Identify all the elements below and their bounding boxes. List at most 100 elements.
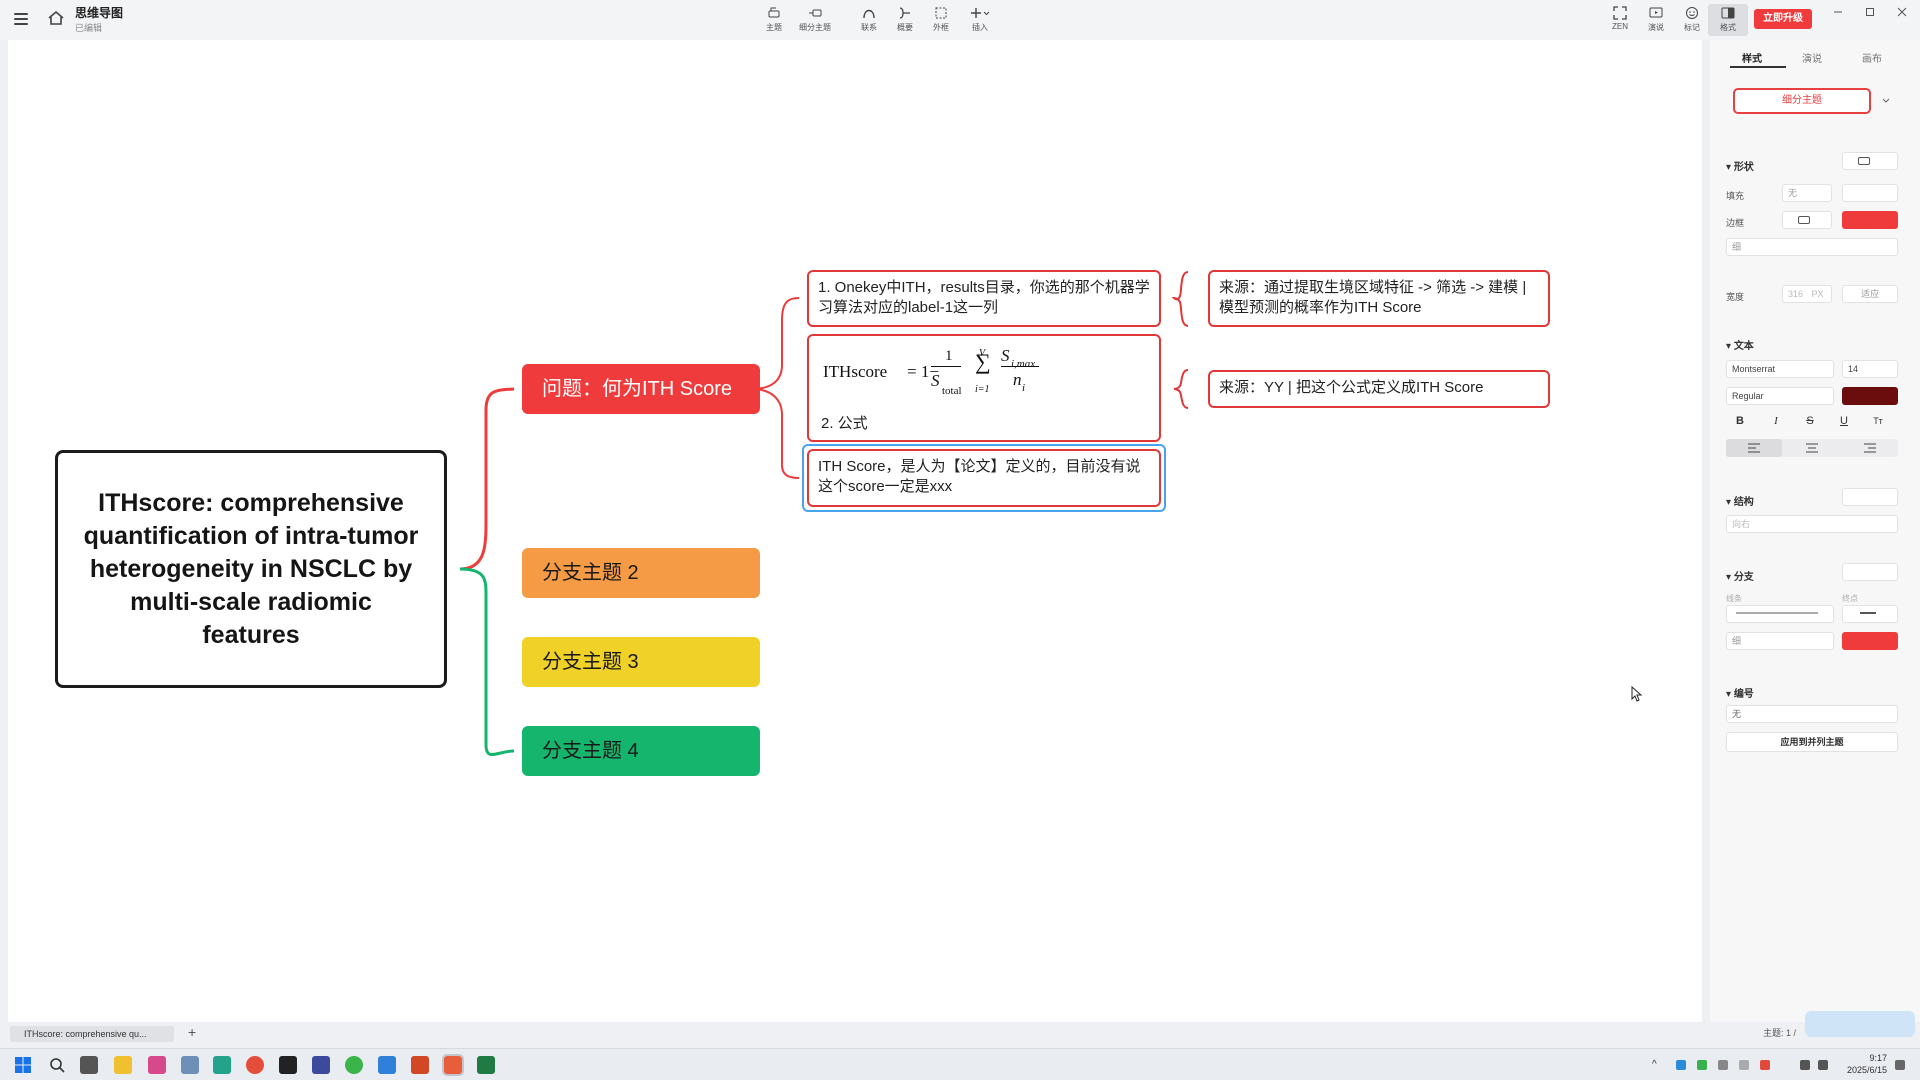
chevron-down-icon[interactable]	[1882, 98, 1890, 104]
section-branch[interactable]: ▾ 分支	[1726, 572, 1754, 583]
maximize-icon[interactable]	[1858, 4, 1882, 20]
numbering-select[interactable]: 无	[1726, 705, 1898, 723]
tray-icon-3[interactable]	[1739, 1060, 1749, 1070]
chrome-icon[interactable]	[246, 1056, 264, 1074]
tray-expand-icon[interactable]: ^	[1652, 1059, 1657, 1070]
subtopic-formula[interactable]: ITHscore = 1− 1 S total V ∑ i=1 S i,max …	[807, 334, 1161, 442]
branch-topic-2[interactable]: 分支主题 2	[522, 548, 760, 598]
document-title[interactable]: 思维导图	[75, 6, 124, 20]
subtopic-onekey[interactable]: 1. Onekey中ITH，results目录，你选的那个机器学习算法对应的la…	[807, 270, 1161, 327]
branch-option-select[interactable]	[1842, 563, 1898, 581]
border-label: 边框	[1726, 218, 1745, 228]
tab-canvas[interactable]: 画布	[1862, 54, 1882, 65]
mindmap-app-icon[interactable]	[442, 1054, 464, 1076]
fill-color-swatch[interactable]	[1842, 184, 1898, 202]
toolbar-marker-button[interactable]: 标记	[1672, 4, 1712, 36]
branch-topic-3[interactable]: 分支主题 3	[522, 637, 760, 687]
menu-icon[interactable]	[12, 10, 30, 28]
minimize-icon[interactable]	[1826, 4, 1850, 20]
section-text[interactable]: ▾ 文本	[1726, 341, 1754, 352]
fill-label: 填充	[1726, 191, 1745, 201]
border-style-select[interactable]	[1782, 211, 1832, 229]
branch-topic-ith-score[interactable]: 问题：何为ITH Score	[522, 364, 760, 414]
font-weight-select[interactable]: Regular	[1726, 387, 1834, 405]
windows-start-icon[interactable]	[14, 1056, 32, 1074]
toolbar-topic-button[interactable]: 主题	[754, 4, 794, 36]
apply-to-siblings-button[interactable]: 应用到并列主题	[1726, 732, 1898, 752]
central-topic[interactable]: ITHscore: comprehensive quantification o…	[55, 450, 447, 688]
branch-topic-4[interactable]: 分支主题 4	[522, 726, 760, 776]
structure-icon[interactable]	[1842, 488, 1898, 506]
align-right-icon[interactable]	[1842, 439, 1898, 457]
powerpoint-icon[interactable]	[411, 1056, 429, 1074]
toolbar-present-button[interactable]: 演说	[1636, 4, 1676, 36]
terminal-icon[interactable]	[279, 1056, 297, 1074]
section-shape[interactable]: ▾ 形状	[1726, 162, 1754, 173]
app-icon-blue[interactable]	[181, 1056, 199, 1074]
tray-icon-1[interactable]	[1676, 1060, 1686, 1070]
strikethrough-button[interactable]: S	[1806, 415, 1814, 427]
toolbar-zen-button[interactable]: ZEN	[1600, 4, 1640, 36]
note-source-habitat[interactable]: 来源：通过提取生境区域特征 -> 筛选 -> 建模 | 模型预测的概率作为ITH…	[1208, 270, 1550, 327]
toolbar-subtopic-button[interactable]: 细分主题	[795, 4, 835, 36]
toolbar-relationship-button[interactable]: 联系	[849, 4, 889, 36]
align-center-icon[interactable]	[1784, 439, 1840, 457]
toolbar-boundary-button[interactable]: 外框	[921, 4, 961, 36]
toolbar-insert-button[interactable]: 插入	[960, 4, 1000, 36]
section-numbering[interactable]: ▾ 编号	[1726, 689, 1754, 700]
close-icon[interactable]	[1890, 4, 1914, 20]
task-view-icon[interactable]	[80, 1056, 98, 1074]
home-icon[interactable]	[46, 8, 66, 28]
tray-icon-4[interactable]	[1760, 1060, 1770, 1070]
font-family-select[interactable]: Montserrat	[1726, 360, 1834, 378]
branch-color-swatch[interactable]	[1842, 632, 1898, 650]
microphone-icon[interactable]	[1718, 1060, 1728, 1070]
toolbar-format-button[interactable]: 格式	[1708, 4, 1748, 36]
italic-button[interactable]: I	[1774, 415, 1778, 427]
bold-button[interactable]: B	[1736, 415, 1744, 427]
tab-present[interactable]: 演说	[1802, 54, 1822, 65]
structure-select[interactable]: 向右	[1726, 515, 1898, 533]
search-icon[interactable]	[48, 1056, 66, 1074]
toolbar-summary-button[interactable]: 概要	[885, 4, 925, 36]
app-icon-photos[interactable]	[378, 1056, 396, 1074]
mindmap-canvas[interactable]: ITHscore: comprehensive quantification o…	[8, 40, 1702, 1022]
branch-weight-select[interactable]: 细	[1726, 632, 1834, 650]
network-icon[interactable]	[1800, 1060, 1810, 1070]
branch-end-select[interactable]	[1842, 605, 1898, 623]
excel-icon[interactable]	[477, 1056, 495, 1074]
note-source-yy[interactable]: 来源：YY | 把这个公式定义成ITH Score	[1208, 370, 1550, 408]
ime-widget[interactable]	[1805, 1011, 1915, 1037]
shape-select[interactable]	[1842, 152, 1898, 170]
underline-button[interactable]: U	[1840, 415, 1848, 427]
upgrade-button[interactable]: 立即升级	[1754, 9, 1812, 29]
font-size-select[interactable]: 14	[1842, 360, 1898, 378]
wechat-icon[interactable]	[345, 1056, 363, 1074]
tab-style[interactable]: 样式	[1742, 54, 1762, 65]
taskbar-clock[interactable]: 9:17 2025/6/15	[1843, 1052, 1887, 1076]
sheet-tab[interactable]: ITHscore: comprehensive qu...	[10, 1026, 174, 1042]
add-sheet-button[interactable]: +	[188, 1024, 197, 1040]
text-color-swatch[interactable]	[1842, 387, 1898, 405]
subtopic-ith-definition[interactable]: ITH Score，是人为【论文】定义的，目前没有说这个score一定是xxx	[807, 449, 1161, 507]
align-left-icon[interactable]	[1726, 439, 1782, 457]
app-icon-pink[interactable]	[148, 1056, 166, 1074]
border-weight-select[interactable]: 细	[1726, 238, 1898, 256]
pycharm-icon[interactable]	[213, 1056, 231, 1074]
tray-icon-2[interactable]	[1697, 1060, 1707, 1070]
fit-button[interactable]: 适应	[1842, 285, 1898, 303]
branch-line-select[interactable]	[1726, 605, 1834, 623]
section-structure[interactable]: ▾ 结构	[1726, 497, 1754, 508]
border-color-swatch[interactable]	[1842, 211, 1898, 229]
app-icon-purple[interactable]	[312, 1056, 330, 1074]
clock-time: 9:17	[1869, 1053, 1887, 1063]
volume-icon[interactable]	[1818, 1060, 1828, 1070]
subtopic-icon	[809, 9, 822, 17]
width-input[interactable]: 316 PX	[1782, 285, 1832, 303]
fill-select[interactable]: 无	[1782, 184, 1832, 202]
file-explorer-icon[interactable]	[114, 1056, 132, 1074]
width-label: 宽度	[1726, 292, 1745, 302]
topic-style-button[interactable]: 细分主题	[1733, 88, 1871, 114]
text-case-button[interactable]: Tт	[1873, 416, 1883, 426]
notification-icon[interactable]	[1895, 1060, 1905, 1070]
